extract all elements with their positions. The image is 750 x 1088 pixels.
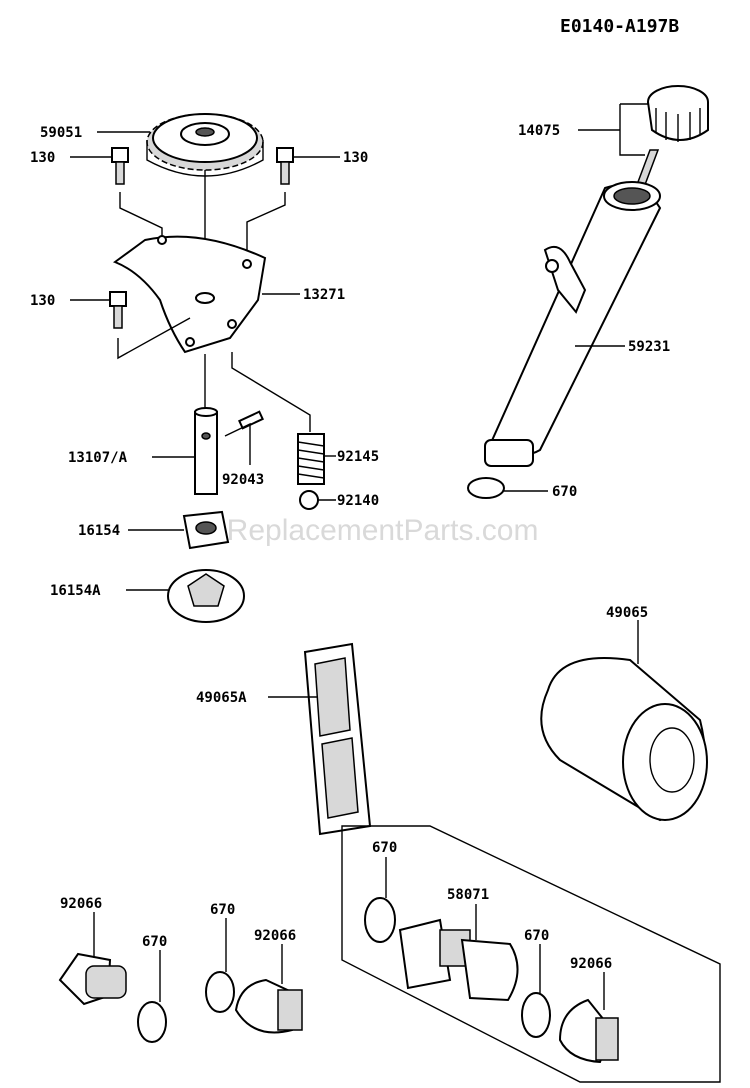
label-670-d: 670 — [142, 934, 167, 950]
label-13271: 13271 — [303, 287, 345, 303]
label-58071: 58071 — [447, 887, 489, 903]
spring-92145 — [297, 433, 325, 485]
pin-92043 — [238, 410, 264, 430]
oil-pump-gear — [146, 113, 264, 177]
drain-plug-92066-box — [558, 998, 619, 1064]
outer-rotor-16154a — [167, 569, 245, 623]
drain-plug-92066-left — [58, 952, 127, 1006]
o-ring-670-box-right — [521, 992, 551, 1038]
inner-rotor-16154 — [182, 510, 230, 550]
o-ring-670-left — [137, 1001, 167, 1043]
drain-fitting-58071 — [398, 918, 519, 1002]
label-49065a: 49065A — [196, 690, 247, 706]
label-670-a: 670 — [552, 484, 577, 500]
label-130-a: 130 — [30, 150, 55, 166]
label-92043: 92043 — [222, 472, 264, 488]
oil-strainer-49065a — [303, 642, 372, 836]
dipstick-cap-14075 — [630, 85, 709, 199]
label-14075: 14075 — [518, 123, 560, 139]
label-130-b: 130 — [343, 150, 368, 166]
label-670-c: 670 — [524, 928, 549, 944]
bolt-130-right — [276, 147, 294, 185]
pump-shaft — [194, 407, 218, 495]
o-ring-670-tube — [467, 477, 505, 499]
label-13107: 13107/A — [68, 450, 128, 466]
bolt-130-left — [111, 147, 129, 185]
label-16154a: 16154A — [50, 583, 101, 599]
bolt-130-lower — [109, 291, 127, 329]
oil-filter-49065 — [540, 657, 708, 822]
label-59051: 59051 — [40, 125, 82, 141]
ball-92140 — [299, 490, 319, 510]
dipstick-tube-59231 — [484, 181, 662, 467]
pump-cover-plate — [112, 235, 267, 354]
o-ring-670-mid — [205, 971, 235, 1013]
label-92140: 92140 — [337, 493, 379, 509]
watermark: eReplacementParts.com — [210, 514, 538, 547]
drain-plug-92066-mid — [234, 978, 303, 1034]
label-92066-c: 92066 — [570, 956, 612, 972]
label-59231: 59231 — [628, 339, 670, 355]
label-670-e: 670 — [210, 902, 235, 918]
o-ring-670-box-left — [364, 897, 396, 943]
diagram-code: E0140-A197B — [560, 16, 679, 37]
label-92066-a: 92066 — [60, 896, 102, 912]
label-92066-b: 92066 — [254, 928, 296, 944]
label-16154: 16154 — [78, 523, 120, 539]
drain-assembly-box — [341, 825, 721, 1083]
label-49065: 49065 — [606, 605, 648, 621]
label-92145: 92145 — [337, 449, 379, 465]
label-130-c: 130 — [30, 293, 55, 309]
label-670-b: 670 — [372, 840, 397, 856]
